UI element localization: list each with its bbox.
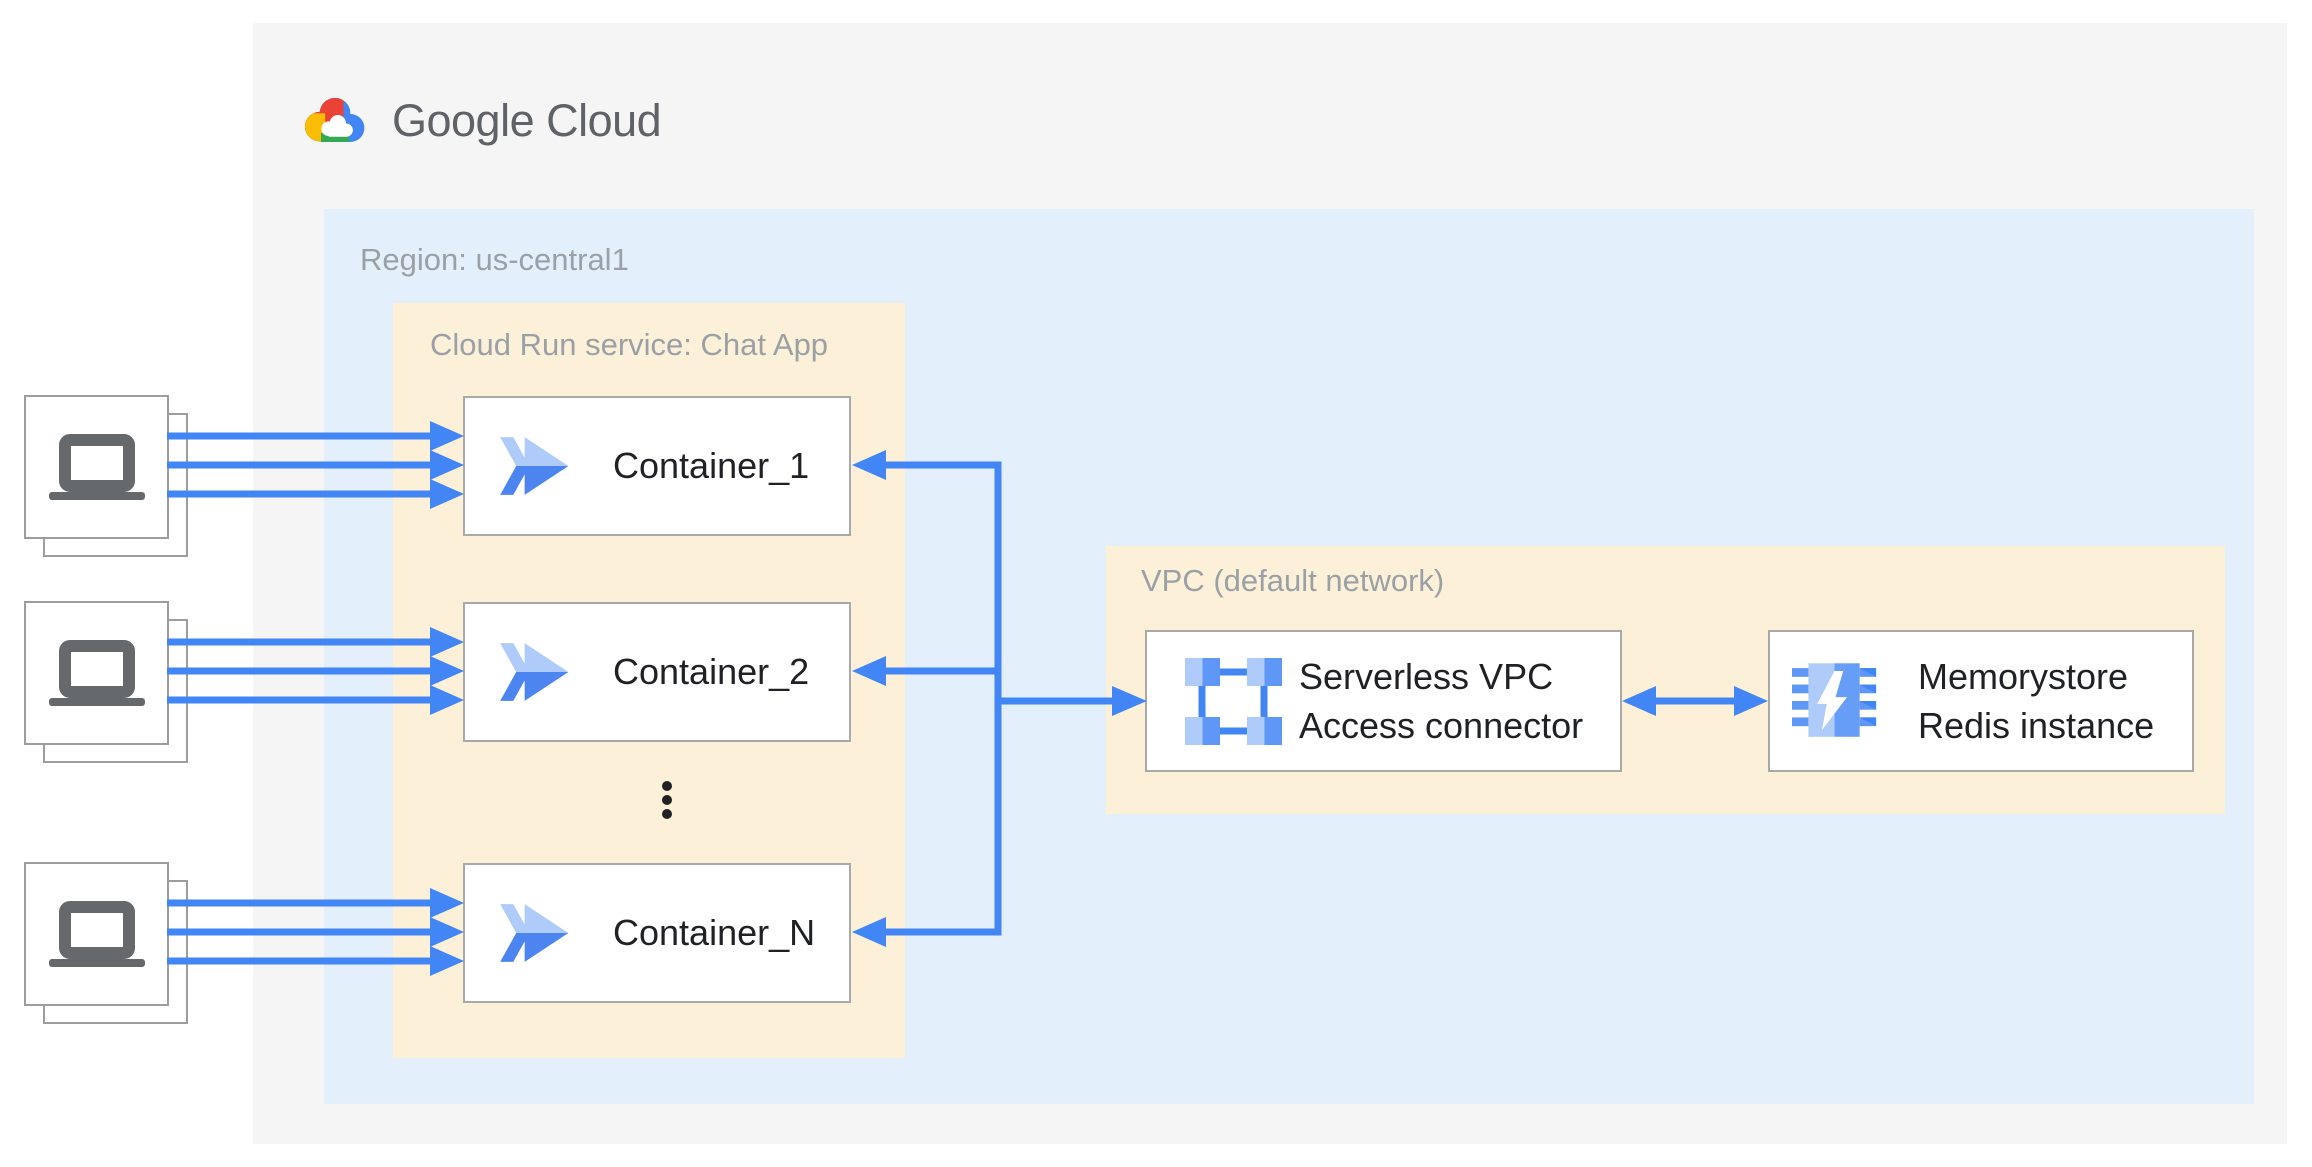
ellipsis-dot xyxy=(662,781,672,791)
memorystore-redis-label: Memorystore Redis instance xyxy=(1918,656,2155,746)
container-2-label: Container_2 xyxy=(613,651,810,692)
ellipsis-dot xyxy=(662,795,672,805)
memorystore-redis-box: Memorystore Redis instance xyxy=(1768,630,2194,772)
client-device-group xyxy=(24,601,210,763)
cloud-run-icon xyxy=(500,904,569,962)
container-1-box: Container_1 xyxy=(463,396,851,536)
google-cloud-brand: Google Cloud xyxy=(300,92,662,150)
serverless-vpc-access-connector-icon xyxy=(1185,657,1282,745)
vpc-network-label: VPC (default network) xyxy=(1141,563,1445,598)
container-n-label: Container_N xyxy=(613,912,816,953)
serverless-vpc-access-connector-label: Serverless VPC Access connector xyxy=(1299,656,1584,746)
container-1-label: Container_1 xyxy=(613,445,810,486)
client-card-front xyxy=(24,395,169,539)
laptop-icon xyxy=(48,640,145,706)
vertical-ellipsis xyxy=(662,781,672,819)
serverless-vpc-access-connector-box: Serverless VPC Access connector xyxy=(1145,630,1622,772)
region-label: Region: us-central1 xyxy=(360,242,629,277)
container-n-box: Container_N xyxy=(463,863,851,1003)
client-card-front xyxy=(24,862,169,1006)
cloud-run-service-label: Cloud Run service: Chat App xyxy=(430,327,829,362)
memorystore-redis-icon xyxy=(1792,663,1877,737)
laptop-icon xyxy=(48,901,145,967)
client-card-front xyxy=(24,601,169,745)
cloud-run-icon xyxy=(500,643,569,701)
client-device-group xyxy=(24,395,210,557)
ellipsis-dot xyxy=(662,809,672,819)
google-cloud-logo-icon xyxy=(304,97,365,142)
cloud-run-icon xyxy=(500,437,569,495)
laptop-icon xyxy=(48,434,145,500)
container-2-box: Container_2 xyxy=(463,602,851,742)
google-cloud-wordmark: Google Cloud xyxy=(392,95,662,146)
client-device-group xyxy=(24,862,210,1024)
